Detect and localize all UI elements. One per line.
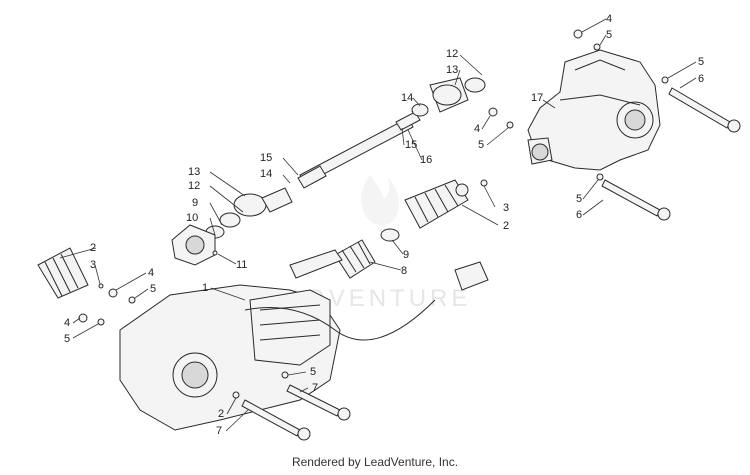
callout-14-top: 14 xyxy=(401,92,413,104)
callout-6-bottom: 7 xyxy=(312,382,318,394)
callout-8: 8 xyxy=(401,265,407,277)
callout-5-bottom-left: 2 xyxy=(218,408,224,420)
washers-and-nuts xyxy=(78,29,669,399)
bolt-rear-1 xyxy=(241,399,311,441)
callout-16: 16 xyxy=(420,154,432,166)
front-drive-shaft xyxy=(297,111,421,189)
callout-5-lower-right: 5 xyxy=(576,193,582,205)
callout-6-right: 6 xyxy=(698,73,704,85)
callout-13-top: 13 xyxy=(446,64,458,76)
callout-7: 7 xyxy=(216,425,222,437)
callout-2-right: 2 xyxy=(503,220,509,232)
callout-4-top-right: 4 xyxy=(606,13,612,25)
callout-15-left: 15 xyxy=(260,152,272,164)
callout-10: 10 xyxy=(186,212,198,224)
callout-4-left-upper: 4 xyxy=(148,267,154,279)
footer-credit: Rendered by LeadVenture, Inc. xyxy=(291,455,459,469)
bolt-rear-2 xyxy=(286,384,351,421)
callout-12-left: 12 xyxy=(188,180,200,192)
rear-transmission xyxy=(119,249,489,431)
boot-middle xyxy=(334,239,376,279)
watermark-logo xyxy=(361,175,399,225)
callout-5-left-lower: 5 xyxy=(64,333,70,345)
callout-1: 1 xyxy=(202,282,208,294)
seal-rings-left xyxy=(205,187,293,239)
callout-5-top-right: 5 xyxy=(606,29,612,41)
callout-5-bottom-right: 5 xyxy=(310,366,316,378)
callout-4-left-lower: 4 xyxy=(64,317,70,329)
front-gearcase xyxy=(527,49,661,171)
callout-11: 11 xyxy=(236,259,247,271)
callout-6-lower-right: 6 xyxy=(576,209,582,221)
callout-2-left: 2 xyxy=(90,242,96,254)
bearing-housing xyxy=(171,224,216,266)
callout-12-top: 12 xyxy=(446,48,458,60)
callout-9-middle: 9 xyxy=(403,249,409,261)
callout-13-left: 13 xyxy=(188,166,200,178)
bolt-front-1 xyxy=(668,87,741,133)
callout-3-left: 3 xyxy=(90,259,96,271)
leader-lines xyxy=(59,18,697,432)
callouts: 4 5 5 6 17 4 5 5 6 12 13 14 15 16 15 14 … xyxy=(64,13,704,437)
callout-15-top: 15 xyxy=(405,139,417,151)
callout-5-middle: 5 xyxy=(478,139,484,151)
seal-rings-right xyxy=(380,77,486,242)
callout-3-right: 3 xyxy=(503,202,509,214)
boot-left xyxy=(37,247,89,299)
boot-upper-left xyxy=(429,77,469,113)
callout-9-left: 9 xyxy=(192,197,198,209)
callout-5-left-upper: 5 xyxy=(150,283,156,295)
boot-upper-right xyxy=(404,179,469,229)
callout-14-left: 14 xyxy=(260,168,272,180)
callout-5-right: 5 xyxy=(698,56,704,68)
callout-17: 17 xyxy=(531,92,543,104)
bolt-front-2 xyxy=(601,179,671,221)
callout-4-middle: 4 xyxy=(474,123,480,135)
